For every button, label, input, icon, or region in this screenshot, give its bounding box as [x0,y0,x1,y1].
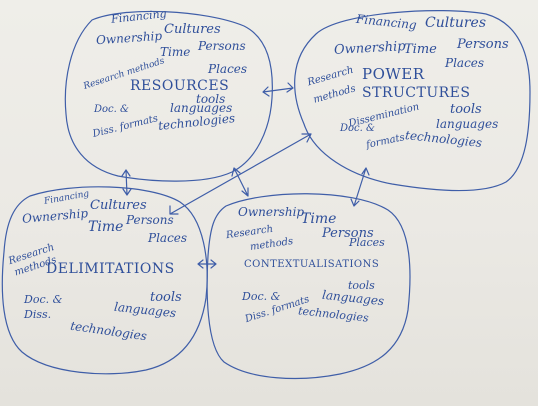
resources-languages: languages [170,101,233,115]
delimitations-time: Time [88,219,124,235]
power-places: Places [445,56,485,70]
arrow-resources-contextualisations [231,167,249,197]
resources-title: RESOURCES [130,78,230,94]
delimitations-cultures: Cultures [90,198,147,213]
arrow-power-delimitations [169,133,312,215]
power-time: Time [404,42,437,57]
power-ownership: Ownership [333,39,406,58]
delimitations-diss: Diss. [24,308,52,321]
power-structures-cloud-outline [294,10,531,192]
resources-cultures: Cultures [164,22,221,37]
resources-persons: Persons [198,39,246,53]
arrow-resources-delimitations [121,169,132,196]
delimitations-doc: Doc. & [24,293,63,306]
delimitations-persons: Persons [126,213,174,227]
delimitations-title: DELIMITATIONS [46,261,175,277]
context-tools: tools [348,279,375,292]
power-doc: Doc. & [340,123,375,134]
context-places: Places [349,236,385,249]
context-time: Time [301,211,337,227]
delimitations-cloud-outline [1,186,208,375]
power-tools: tools [450,102,482,117]
resources-doc: Doc. & [94,104,129,115]
context-ownership: Ownership [238,205,305,219]
context-title: CONTEXTUALISATIONS [244,259,380,270]
resources-places: Places [208,62,248,76]
resources-time: Time [160,45,191,59]
power-cultures: Cultures [425,15,487,31]
power-persons: Persons [457,37,509,52]
power-languages: languages [436,117,499,131]
contextualisations-cloud-outline [206,193,411,380]
resources-cloud-outline [64,10,273,182]
power-title-line2: STRUCTURES [362,85,471,101]
resources-tools: tools [196,92,226,106]
arrow-resources-power [262,82,294,97]
context-persons: Persons [322,226,374,241]
delimitations-tools: tools [150,290,182,305]
arrow-power-contextualisations [350,167,370,207]
power-title-line1: POWER [362,65,425,83]
delimitations-places: Places [148,231,188,245]
arrow-delimitations-contextualisations [197,259,217,269]
context-doc: Doc. & [242,290,281,303]
